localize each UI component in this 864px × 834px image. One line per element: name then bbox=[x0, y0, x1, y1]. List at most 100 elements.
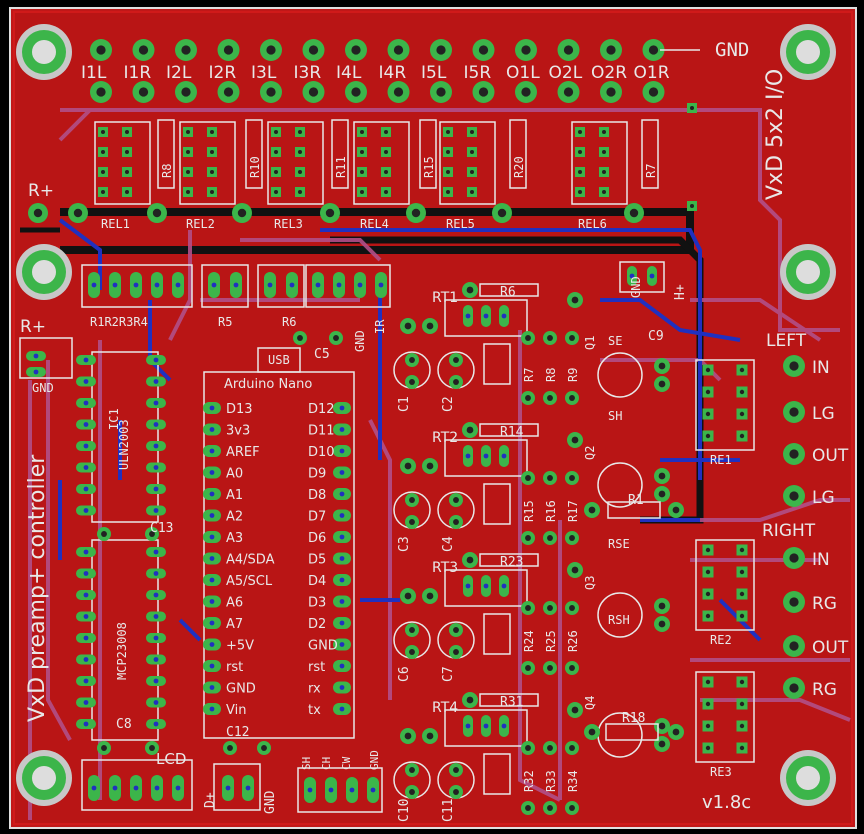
relay-resistor-label: R10 bbox=[248, 156, 262, 178]
rt-pin bbox=[463, 305, 473, 327]
chip-pin bbox=[146, 633, 166, 643]
transistor-pad bbox=[654, 736, 670, 752]
arduino-pin bbox=[203, 574, 221, 586]
top-resistor-label: R14 bbox=[500, 425, 524, 440]
re-relay-pin bbox=[702, 408, 714, 420]
io-pad bbox=[783, 401, 805, 423]
relay-pad bbox=[320, 203, 340, 223]
rt-pin bbox=[499, 445, 509, 467]
arduino-pin-label: D8 bbox=[308, 488, 326, 503]
chip-pin bbox=[76, 611, 96, 622]
sense-label: SH bbox=[608, 409, 622, 423]
r5-conn-label: R5 bbox=[218, 315, 232, 329]
arduino-pin bbox=[333, 703, 351, 715]
small-resistor-label: R33 bbox=[544, 770, 558, 792]
re-relay-pin bbox=[736, 386, 748, 398]
chip-pin bbox=[146, 676, 166, 686]
resistor-pad bbox=[521, 741, 535, 755]
header-pin-bottom bbox=[387, 81, 410, 103]
arduino-pin-label: D9 bbox=[308, 467, 326, 482]
conn-pin bbox=[242, 775, 254, 801]
conn-pin bbox=[88, 775, 100, 801]
rt-pin bbox=[499, 575, 509, 597]
arduino-pin bbox=[203, 509, 221, 522]
relay-pin bbox=[98, 167, 108, 177]
relay-pin bbox=[357, 167, 367, 177]
arduino-pin bbox=[333, 423, 351, 436]
header-pin-top bbox=[600, 39, 622, 61]
transistor-pad bbox=[654, 376, 670, 392]
chip-pin bbox=[76, 719, 96, 729]
c8-pad bbox=[97, 741, 111, 755]
cap-label: C1 bbox=[397, 396, 412, 412]
relay-pad bbox=[624, 203, 644, 223]
header-pin-label: O1L bbox=[506, 63, 540, 83]
re-relay-pin bbox=[702, 588, 714, 600]
resistor-pad bbox=[565, 661, 579, 675]
rt-pin bbox=[463, 715, 473, 737]
sh-label: SH bbox=[300, 757, 313, 770]
small-resistor-label: R32 bbox=[522, 770, 536, 792]
header-pin-top bbox=[260, 39, 282, 61]
resistor-pad bbox=[521, 331, 535, 345]
relay-pin bbox=[183, 167, 193, 177]
header-square-pin bbox=[687, 103, 697, 113]
dplus-label: D+ bbox=[203, 792, 218, 808]
top-resistor-label: R23 bbox=[500, 555, 523, 570]
re-relay-pin bbox=[702, 544, 714, 556]
re-relay-pin bbox=[736, 698, 748, 710]
electrolytic-cap bbox=[437, 761, 475, 799]
rt-pin bbox=[481, 305, 491, 327]
resistor-pad bbox=[567, 432, 583, 448]
block-pad bbox=[400, 458, 416, 474]
c12-pad bbox=[223, 741, 237, 755]
arduino-pin-label: 3v3 bbox=[226, 424, 250, 439]
header-pin-top bbox=[430, 39, 452, 61]
re-relay-outline bbox=[695, 671, 755, 763]
relay-pin bbox=[183, 147, 193, 157]
chip-pin bbox=[76, 676, 96, 686]
small-resistor-label: R15 bbox=[522, 500, 536, 522]
chip-pin bbox=[76, 547, 96, 557]
header-pin-bottom bbox=[557, 81, 580, 103]
re-relay-pin bbox=[702, 364, 714, 376]
chip-pin bbox=[76, 419, 96, 430]
rt-outline bbox=[444, 569, 528, 607]
header-pin-bottom bbox=[260, 81, 282, 103]
rt-outline bbox=[444, 709, 528, 747]
relay-pin bbox=[357, 127, 367, 137]
resistor-pad bbox=[565, 391, 579, 405]
cap-pin bbox=[405, 515, 419, 529]
relay-outline bbox=[179, 121, 236, 205]
relay-pin bbox=[98, 147, 108, 157]
relay-resistor bbox=[641, 119, 659, 189]
ir-gnd-label: GND bbox=[353, 330, 367, 352]
transistor-pad bbox=[654, 718, 670, 734]
ir-connector bbox=[305, 264, 391, 308]
arduino-pin bbox=[203, 638, 221, 651]
re-relay-pin bbox=[702, 676, 714, 688]
relay-pin bbox=[295, 167, 305, 177]
arduino-pin-label: A5/SCL bbox=[226, 574, 273, 589]
header-pin-label: I3L bbox=[251, 63, 277, 83]
r18-pad bbox=[668, 724, 684, 740]
header-pin-label: I5L bbox=[421, 63, 447, 83]
small-resistor-label: R34 bbox=[566, 770, 580, 792]
relay-pin bbox=[122, 147, 132, 157]
relay-pin bbox=[207, 167, 217, 177]
relay-pin bbox=[443, 147, 453, 157]
resistor-pad bbox=[521, 391, 535, 405]
c8-pad bbox=[145, 741, 159, 755]
electrolytic-cap bbox=[393, 491, 431, 529]
arduino-pin-label: +5V bbox=[226, 639, 254, 654]
cap-pin bbox=[449, 493, 463, 507]
arduino-pin bbox=[203, 617, 221, 629]
relay-pin bbox=[443, 167, 453, 177]
relay-pin bbox=[98, 127, 108, 137]
c8-label: C8 bbox=[116, 717, 132, 732]
arduino-pin-label: D7 bbox=[308, 510, 326, 525]
small-resistor bbox=[483, 613, 511, 655]
resistor-pad bbox=[567, 562, 583, 578]
relay-pin bbox=[381, 187, 391, 197]
small-resistor-label: R8 bbox=[544, 368, 558, 382]
